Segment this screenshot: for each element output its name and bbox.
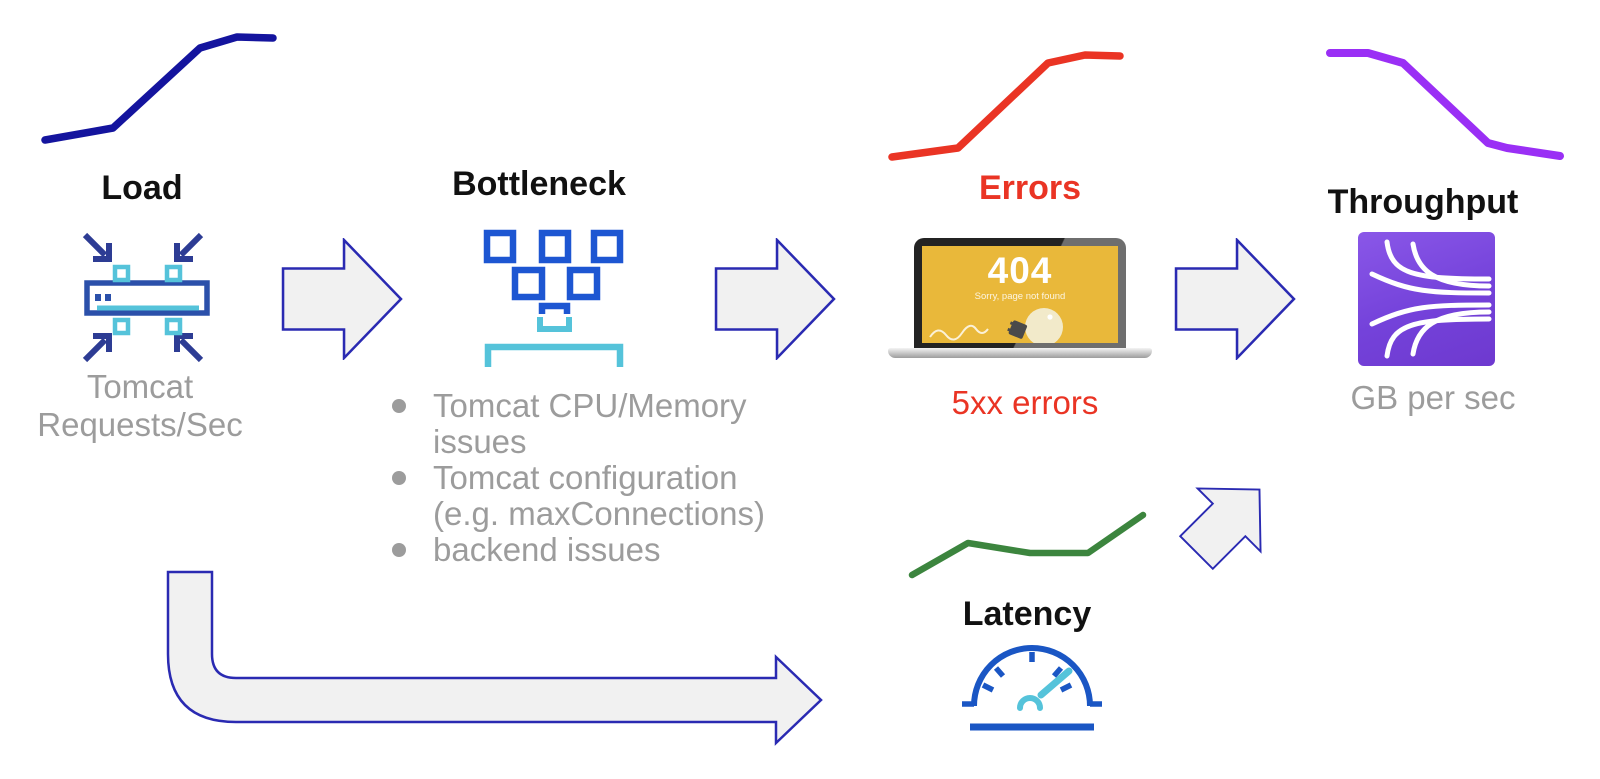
bottleneck-funnel-icon: [483, 229, 624, 367]
laptop-screen: 404 Sorry, page not found: [922, 246, 1118, 343]
bottleneck-cause-item: backend issues: [383, 532, 781, 568]
load-trend-chart: [41, 33, 277, 144]
errors-title: Errors: [978, 169, 1082, 207]
error-code-text: 404: [987, 250, 1053, 291]
latency-gauge-icon: [962, 645, 1102, 731]
arrow-errors-to-throughput-icon: [1174, 238, 1296, 360]
laptop-bezel: 404 Sorry, page not found: [914, 238, 1126, 348]
latency-title: Latency: [962, 595, 1092, 633]
throughput-accelerator-icon: [1358, 232, 1495, 366]
load-title: Load: [101, 169, 183, 207]
latency-trend-chart: [908, 511, 1147, 579]
laptop-404-illustration: 404 Sorry, page not found: [888, 238, 1152, 359]
bottleneck-title: Bottleneck: [452, 165, 626, 203]
error-message-text: Sorry, page not found: [974, 291, 1066, 302]
bottleneck-cause-item: Tomcat configuration (e.g. maxConnection…: [383, 460, 781, 532]
latency-trend-line: [908, 511, 1147, 579]
throughput-title: Throughput: [1327, 183, 1519, 221]
arrow-elbow-to-latency-icon: [166, 570, 823, 746]
arrow-latency-up-icon: [1164, 457, 1292, 585]
throughput-trend-chart: [1326, 49, 1564, 160]
throughput-caption: GB per sec: [1350, 379, 1516, 416]
load-balancer-icon: [82, 232, 210, 363]
arrow-load-to-bottleneck-icon: [281, 238, 403, 360]
errors-trend-chart: [888, 51, 1124, 161]
arrow-bottleneck-to-errors-icon: [714, 238, 836, 360]
load-trend-line: [41, 33, 277, 144]
laptop-base: [888, 348, 1152, 358]
load-caption: Tomcat Requests/Sec: [37, 368, 243, 443]
unplugged-bulb-icon: [929, 308, 1063, 343]
errors-trend-line: [888, 51, 1124, 161]
errors-caption: 5xx errors: [951, 384, 1099, 421]
bottleneck-causes-list: Tomcat CPU/Memory issues Tomcat configur…: [383, 388, 781, 568]
throughput-trend-line: [1326, 49, 1564, 160]
bottleneck-cause-item: Tomcat CPU/Memory issues: [383, 388, 781, 460]
